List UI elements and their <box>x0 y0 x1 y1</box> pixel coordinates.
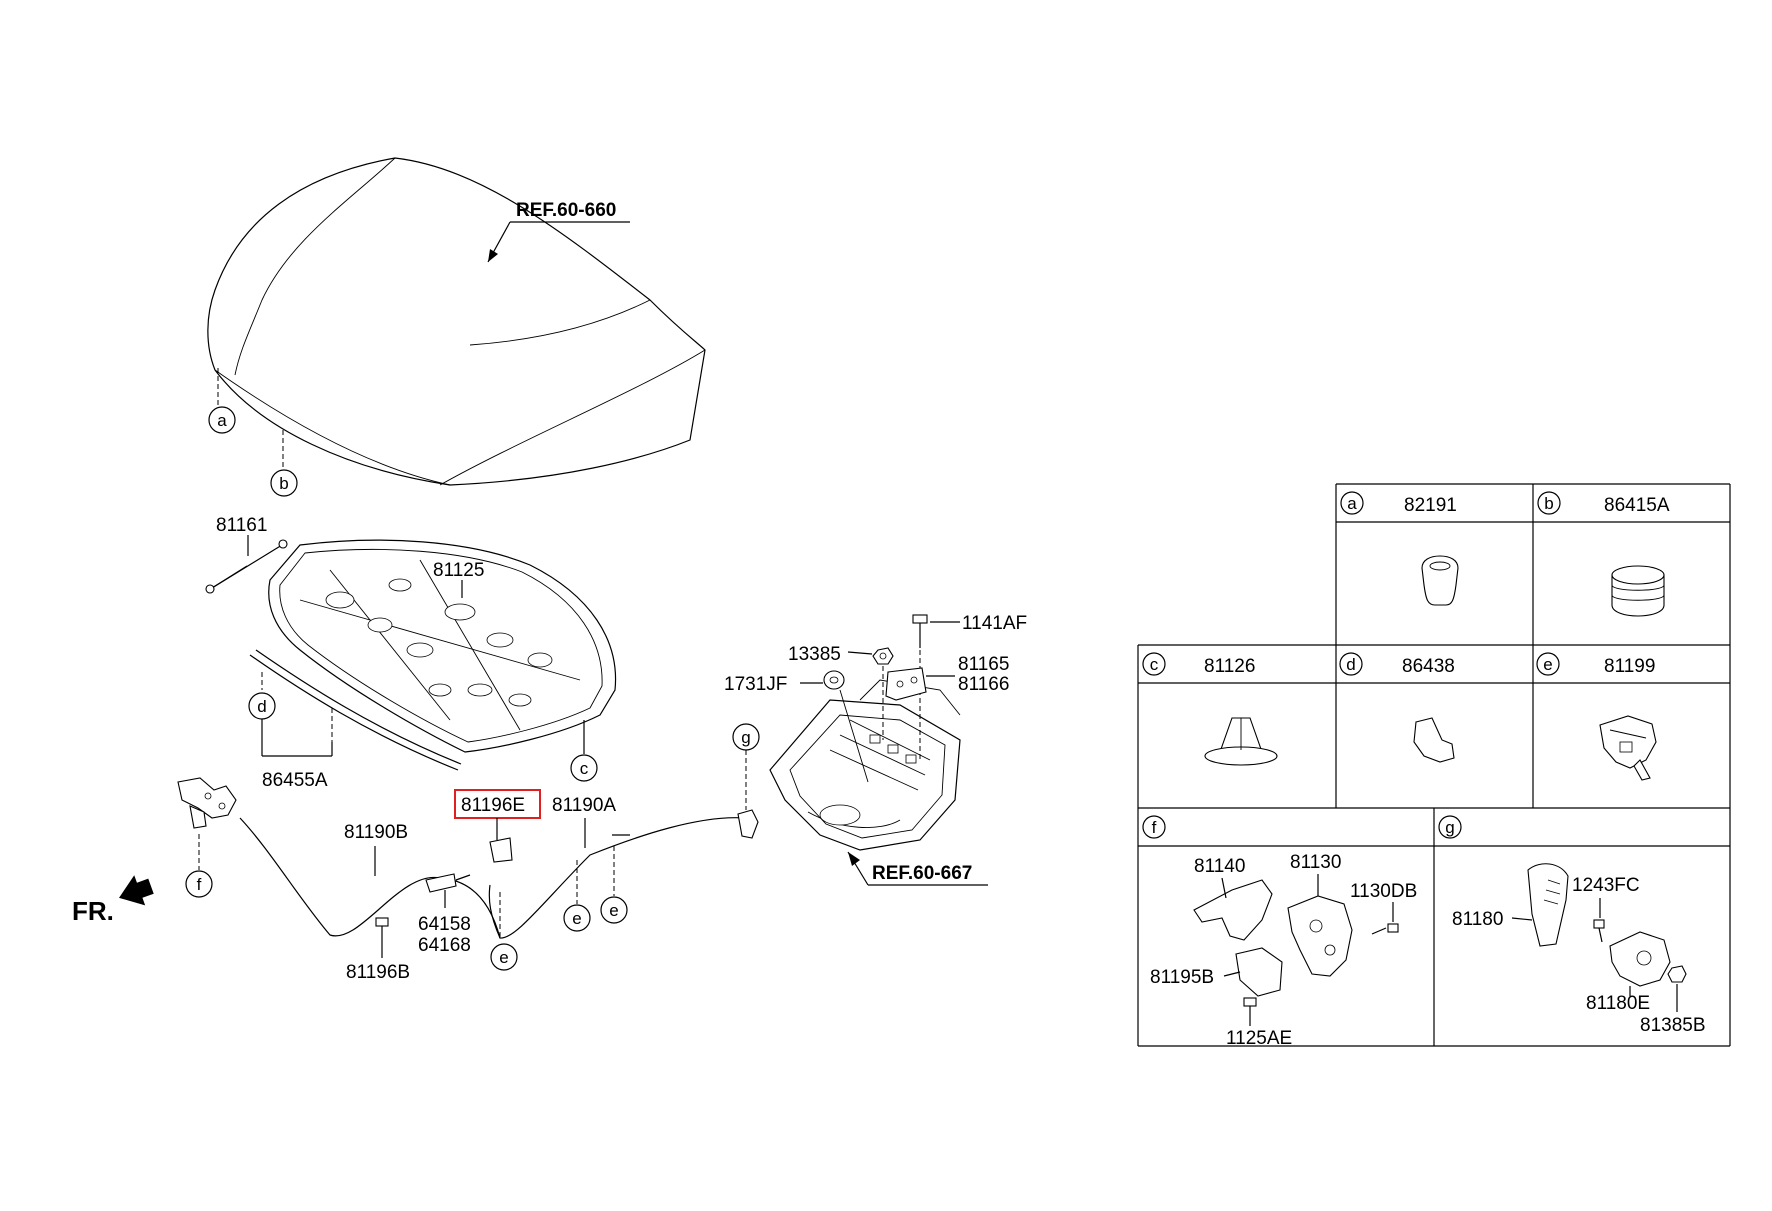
leader-13385 <box>847 651 873 655</box>
table-e-part: 81199 <box>1604 656 1655 677</box>
label-1141AF: 1141AF <box>962 613 1027 634</box>
table-cell-d: d 86438 <box>1339 652 1455 763</box>
latch-left-assembly <box>177 777 237 829</box>
callout-c-label: c <box>580 759 589 778</box>
body-ref-arrowhead <box>848 852 860 866</box>
part-81180-handle <box>1527 863 1569 947</box>
part-81126-clip <box>1204 717 1278 766</box>
leader-1731JF-line <box>839 689 869 783</box>
callout-e1-circle <box>490 943 518 971</box>
parts-table <box>1137 483 1731 1047</box>
label-86455A: 86455A <box>262 770 328 791</box>
table-c-letter: c <box>1150 655 1159 674</box>
front-body-structure <box>769 679 961 851</box>
screw-1130DB <box>1371 923 1399 935</box>
table-e-letter: e <box>1543 655 1552 674</box>
label-81165: 81165 <box>958 654 1009 675</box>
table-cell-a: a 82191 <box>1340 491 1459 606</box>
hood-lift-support <box>205 539 288 594</box>
table-c-part: 81126 <box>1204 656 1255 677</box>
label-81190B: 81190B <box>344 822 408 843</box>
table-g-part-81180: 81180 <box>1452 909 1503 930</box>
label-1731JF: 1731JF <box>724 674 787 695</box>
hood-ref-leader: REF.60-660 <box>487 200 630 263</box>
part-86415A-bumper <box>1611 565 1665 617</box>
callout-b-label: b <box>279 474 288 493</box>
label-81190A: 81190A <box>552 795 616 816</box>
table-f-part-1125AE: 1125AE <box>1226 1028 1292 1049</box>
release-cable <box>239 817 746 939</box>
hood-callouts: a b <box>208 368 298 497</box>
callout-a-label: a <box>217 411 227 430</box>
part-81196E <box>489 837 513 863</box>
table-f-part-81140: 81140 <box>1194 856 1245 877</box>
callout-a-circle <box>208 406 236 434</box>
label-64168: 64168 <box>418 935 471 956</box>
hood-ref-label: REF.60-660 <box>516 200 616 221</box>
body-ref-label: REF.60-667 <box>872 863 972 884</box>
label-81161: 81161 <box>216 515 267 536</box>
table-g-letter: g <box>1445 818 1454 837</box>
callout-e3-label: e <box>609 901 618 920</box>
callout-c-circle <box>570 754 598 782</box>
callout-e2-circle <box>563 904 591 932</box>
bracket-81165 <box>885 667 927 701</box>
part-81140-bracket <box>1193 879 1273 941</box>
table-g-part-81180E: 81180E <box>1586 993 1650 1014</box>
part-81199-clip <box>1599 715 1657 781</box>
label-81196B: 81196B <box>346 962 410 983</box>
bolt-81196B <box>375 917 389 946</box>
label-13385: 13385 <box>788 644 841 665</box>
part-86438-clip <box>1413 717 1455 763</box>
table-cell-f: f 81140 81130 1130DB 81195B 1125AE <box>1142 815 1417 1049</box>
label-81166: 81166 <box>958 674 1009 695</box>
table-f-part-81195B: 81195B <box>1150 967 1214 988</box>
table-f-part-81130: 81130 <box>1290 852 1341 873</box>
front-arrow: FR. <box>72 875 154 926</box>
hood-insulator <box>268 539 617 753</box>
table-f-letter: f <box>1152 818 1157 837</box>
bolt-1125AE <box>1243 997 1257 1018</box>
table-g-part-1243FC: 1243FC <box>1572 875 1640 896</box>
callout-b-circle <box>270 469 298 497</box>
table-a-part: 82191 <box>1404 495 1457 516</box>
table-d-letter: d <box>1346 655 1355 674</box>
callout-g-label: g <box>741 728 750 747</box>
screw-1243FC <box>1593 919 1605 943</box>
label-81125: 81125 <box>433 560 484 581</box>
part-81130-latch <box>1287 895 1353 977</box>
callout-f-circle <box>185 870 213 898</box>
callout-e3-circle <box>600 896 628 924</box>
callout-f-label: f <box>197 875 202 894</box>
table-cell-b: b 86415A <box>1537 491 1670 617</box>
table-g-part-81385B: 81385B <box>1640 1015 1706 1036</box>
bolt-1141AF <box>912 614 928 648</box>
callout-e1-label: e <box>499 948 508 967</box>
table-cell-e: e 81199 <box>1536 652 1657 781</box>
release-handle <box>737 809 759 839</box>
table-f-part-1130DB: 1130DB <box>1350 881 1417 902</box>
nut-81385B <box>1667 965 1687 983</box>
label-64158: 64158 <box>418 914 471 935</box>
hood-seal-strip <box>249 649 462 771</box>
part-82191-bumper <box>1421 555 1459 606</box>
front-label: FR. <box>72 896 114 926</box>
table-cell-c: c 81126 <box>1142 652 1278 766</box>
table-b-part: 86415A <box>1604 495 1670 516</box>
callout-e2-label: e <box>572 909 581 928</box>
table-a-letter: a <box>1347 494 1357 513</box>
hood-panel <box>207 157 706 486</box>
table-d-part: 86438 <box>1402 656 1455 677</box>
nut-13385 <box>872 647 894 665</box>
part-81195B-cover <box>1235 947 1283 997</box>
clip-64158 <box>425 873 471 893</box>
label-81196E: 81196E <box>461 795 525 816</box>
table-cell-g: g 1243FC 81180 81180E 81385B <box>1438 815 1706 1036</box>
table-b-letter: b <box>1544 494 1553 513</box>
callout-d-label: d <box>257 697 266 716</box>
